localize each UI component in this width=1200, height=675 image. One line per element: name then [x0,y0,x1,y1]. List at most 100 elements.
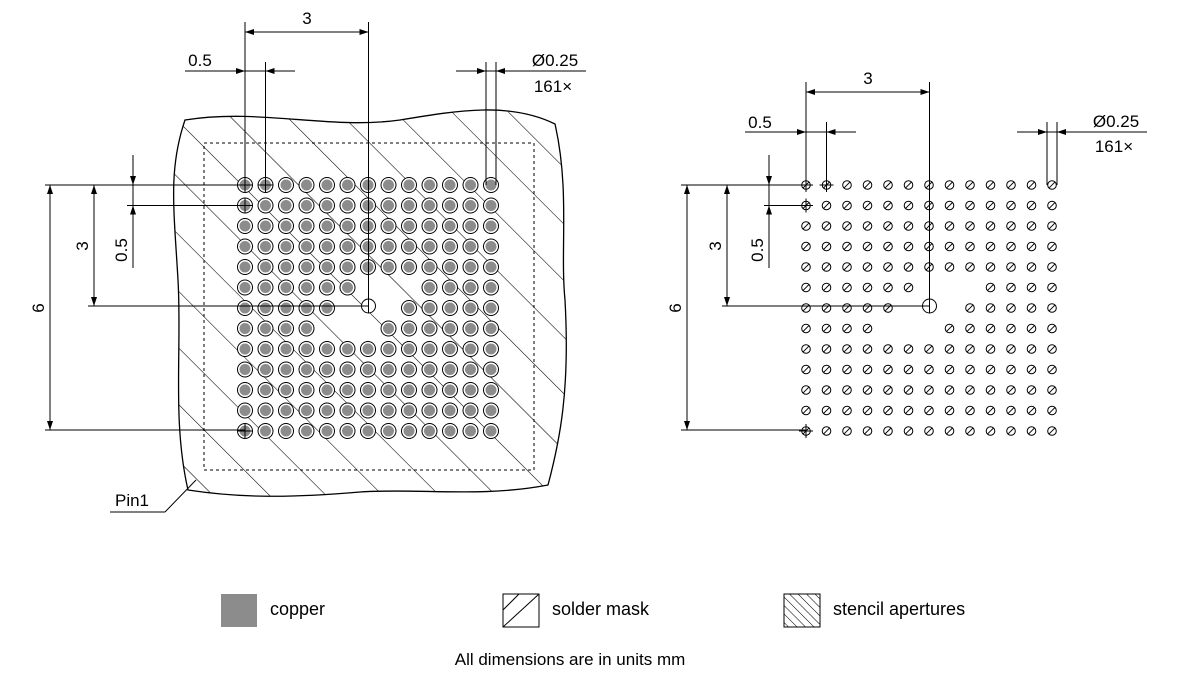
stencil-aperture [965,364,975,375]
stencil-aperture [1006,282,1016,293]
copper-pad [442,320,458,337]
copper-pad [360,361,376,378]
copper-pad [339,279,356,296]
left-dimensions [45,22,586,513]
stencil-aperture [842,262,852,272]
copper-pad [401,218,417,234]
stencil-aperture [985,405,996,416]
copper-pad [257,423,274,439]
copper-pad [421,402,438,419]
right-pad-diameter-label: Ø0.25 [1093,112,1139,131]
stencil-aperture [1047,262,1057,272]
stencil-aperture [985,241,996,252]
copper-pad [257,300,274,316]
stencil-aperture [821,303,832,313]
stencil-aperture [842,303,852,313]
copper-pad [319,300,335,316]
copper-pad [319,177,335,193]
copper-pad [380,197,397,214]
copper-pad [237,361,253,378]
stencil-aperture [1047,200,1057,211]
copper-pad [401,341,417,357]
copper-pad [483,279,499,296]
copper-pad [237,218,253,234]
copper-pad [278,300,294,316]
copper-pad [319,382,335,398]
stencil-aperture [944,200,955,211]
copper-pad [462,218,479,234]
units-note: All dimensions are in units mm [455,650,686,669]
stencil-aperture [965,344,975,354]
stencil-aperture [821,323,832,334]
stencil-aperture [944,344,955,354]
copper-pad [421,361,438,378]
stencil-aperture [1026,303,1037,313]
copper-pad [442,218,458,234]
stencil-aperture [1026,344,1037,354]
copper-pad [339,218,356,234]
stencil-aperture [801,323,811,334]
copper-pad [278,320,294,337]
right-pitch-label: 0.5 [748,113,772,132]
stencil-aperture [1006,405,1016,416]
stencil-aperture [801,303,811,313]
stencil-aperture [985,344,996,354]
left-pitch-label: 0.5 [188,51,212,70]
copper-pad [380,218,397,234]
copper-pad [483,341,499,357]
copper-pad-grid [237,177,499,439]
copper-pad [339,423,356,439]
copper-pad [401,423,417,439]
stencil-aperture [883,364,893,375]
copper-pad [401,238,417,255]
copper-pad [462,320,479,337]
stencil-aperture [985,200,996,211]
copper-pad [442,238,458,255]
stencil-legend-label: stencil apertures [833,599,965,619]
copper-pad [380,259,397,275]
pin1-label: Pin1 [115,491,149,510]
stencil-aperture [944,405,955,416]
right-offset-label: 3 [863,69,872,88]
stencil-view: 3 0.5 Ø0.25 161× 6 3 0.5 [666,69,1147,438]
stencil-aperture [821,200,832,211]
copper-pad [401,300,417,316]
stencil-aperture [985,262,996,272]
copper-pad [401,197,417,214]
solder-mask-swatch-hatch [502,593,540,628]
stencil-aperture [965,303,975,313]
stencil-aperture [883,344,893,354]
stencil-aperture [1006,180,1016,190]
stencil-aperture [924,426,934,436]
stencil-aperture [1026,405,1037,416]
stencil-aperture [842,180,852,190]
copper-pad [278,382,294,398]
right-vertical-pitch-label: 0.5 [748,238,767,262]
right-arrowheads [684,89,1066,430]
stencil-aperture [883,303,893,313]
stencil-aperture [801,405,811,416]
stencil-aperture [842,385,852,395]
copper-pad [278,423,294,439]
copper-pad [442,361,458,378]
stencil-aperture [862,303,873,313]
copper-pad [442,279,458,296]
copper-pad [257,361,274,378]
stencil-aperture [801,364,811,375]
copper-pad [319,423,335,439]
copper-pad [319,279,335,296]
stencil-aperture [944,385,955,395]
stencil-aperture [842,323,852,334]
stencil-aperture [985,180,996,190]
stencil-aperture [1006,364,1016,375]
copper-pad [237,300,253,316]
copper-pad [421,423,438,439]
copper-pad [462,197,479,214]
stencil-aperture [1047,282,1057,293]
copper-pad [462,341,479,357]
copper-pad [257,341,274,357]
copper-pad [483,177,499,193]
stencil-aperture [965,405,975,416]
copper-pad [401,402,417,419]
left-arrowheads [47,29,505,430]
